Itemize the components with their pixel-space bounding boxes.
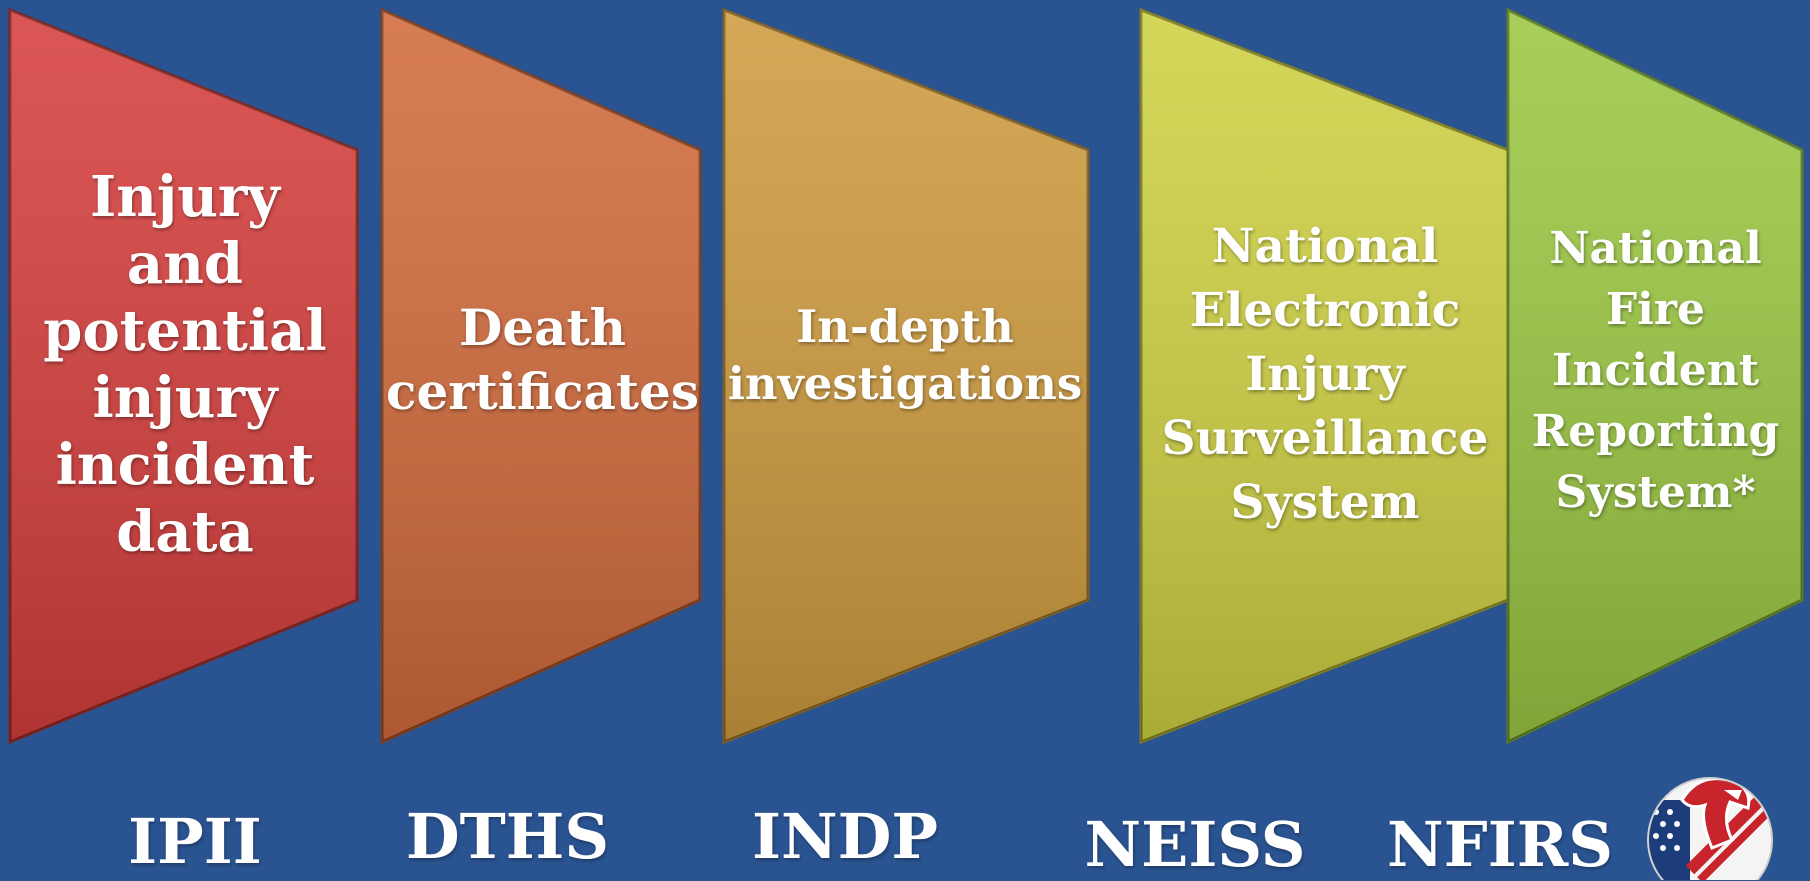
stage-neiss	[1139, 7, 1510, 745]
stage-dths	[380, 7, 702, 745]
stage-nfirs-label: National Fire Incident Reporting System*	[1531, 222, 1780, 518]
stage-ipii-abbreviation: IPII	[128, 805, 262, 878]
stage-indp-label: In-depth investigations	[727, 300, 1083, 410]
stage-indp	[722, 7, 1090, 745]
stage-dths-abbreviation: DTHS	[405, 800, 610, 873]
stage-dths-label: Death certificates	[386, 298, 699, 421]
stage-nfirs-abbreviation: NFIRS	[1387, 808, 1613, 881]
stage-ipii	[8, 7, 359, 745]
stage-ipii-label: Injury and potential injury incident dat…	[43, 164, 327, 565]
stage-neiss-label: National Electronic Injury Surveillance …	[1161, 219, 1489, 530]
stage-indp-abbreviation: INDP	[751, 800, 939, 873]
stage-neiss-abbreviation: NEISS	[1084, 808, 1306, 881]
eagle-seal-icon	[1647, 777, 1773, 880]
stage-nfirs	[1506, 7, 1804, 745]
